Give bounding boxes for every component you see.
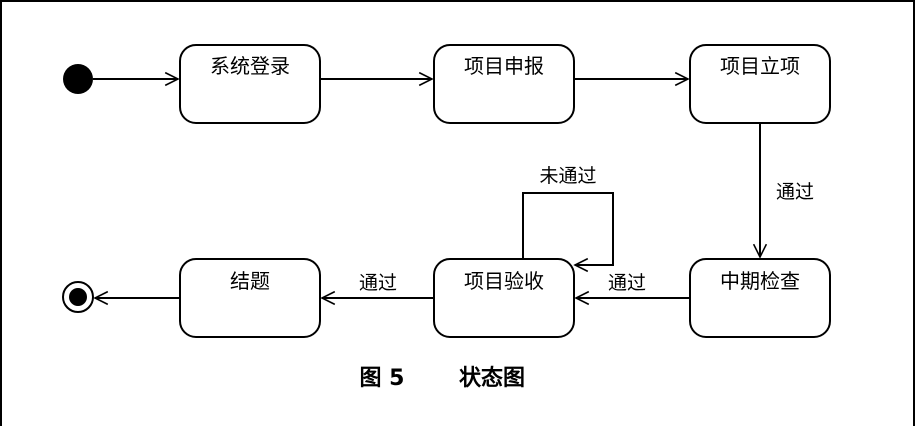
state-apply: 项目申报 — [433, 44, 575, 124]
state-login-label: 系统登录 — [210, 54, 290, 78]
final-node — [62, 281, 94, 313]
initial-node — [63, 64, 93, 94]
state-approve: 项目立项 — [689, 44, 831, 124]
edge-label-approve-midcheck: 通过 — [776, 181, 814, 203]
state-login: 系统登录 — [179, 44, 321, 124]
edge-label-midcheck-accept: 通过 — [608, 272, 646, 294]
state-apply-label: 项目申报 — [464, 54, 544, 78]
figure-title: 状态图 — [459, 365, 525, 391]
state-accept-label: 项目验收 — [464, 269, 544, 293]
edge-accept-self-loop — [522, 192, 614, 265]
figure-number: 图 5 — [360, 366, 405, 391]
state-conclude: 结题 — [179, 258, 321, 338]
state-approve-label: 项目立项 — [720, 54, 800, 78]
state-accept: 项目验收 — [433, 258, 575, 338]
state-conclude-label: 结题 — [230, 269, 270, 293]
edge-label-accept-conclude: 通过 — [359, 272, 397, 294]
edge-label-accept-loop: 未通过 — [539, 165, 596, 187]
state-midcheck-label: 中期检查 — [720, 269, 800, 293]
state-midcheck: 中期检查 — [689, 258, 831, 338]
